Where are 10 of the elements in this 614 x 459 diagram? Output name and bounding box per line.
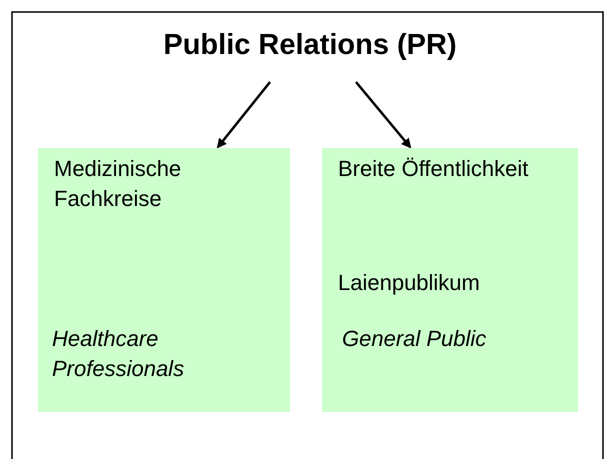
german-term: Breite Öffentlichkeit (338, 155, 530, 183)
audience-box (38, 148, 290, 412)
arrow (216, 81, 271, 149)
german-term: Medizinische Fachkreise (54, 155, 182, 213)
title-text: Public Relations (PR) (162, 30, 458, 60)
english-term: Healthcare Professionals (52, 325, 186, 383)
german-term: Laienpublikum (338, 269, 481, 297)
audience-box (322, 148, 578, 412)
arrow (355, 81, 412, 149)
english-term: General Public (342, 325, 488, 353)
